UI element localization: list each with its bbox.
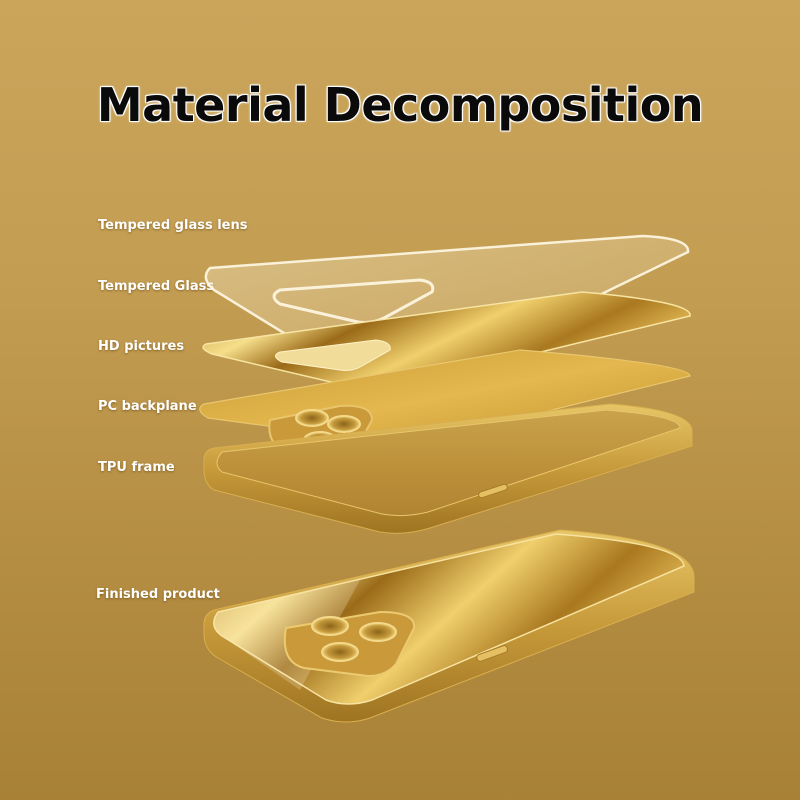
page-title: Material Decomposition [96,78,704,132]
label-tempered-glass: Tempered Glass [98,279,215,294]
finished-camera-icon [283,610,416,678]
label-hd-pictures: HD pictures [98,339,185,354]
tpu-frame-layer [203,403,693,534]
hd-picture-layer [202,291,691,390]
finished-product-illustration [203,529,695,723]
label-tpu-frame: TPU frame [98,460,175,475]
label-tempered-glass-lens: Tempered glass lens [98,218,248,233]
label-pc-backplane: PC backplane [98,399,197,414]
label-finished-product: Finished product [96,587,220,602]
